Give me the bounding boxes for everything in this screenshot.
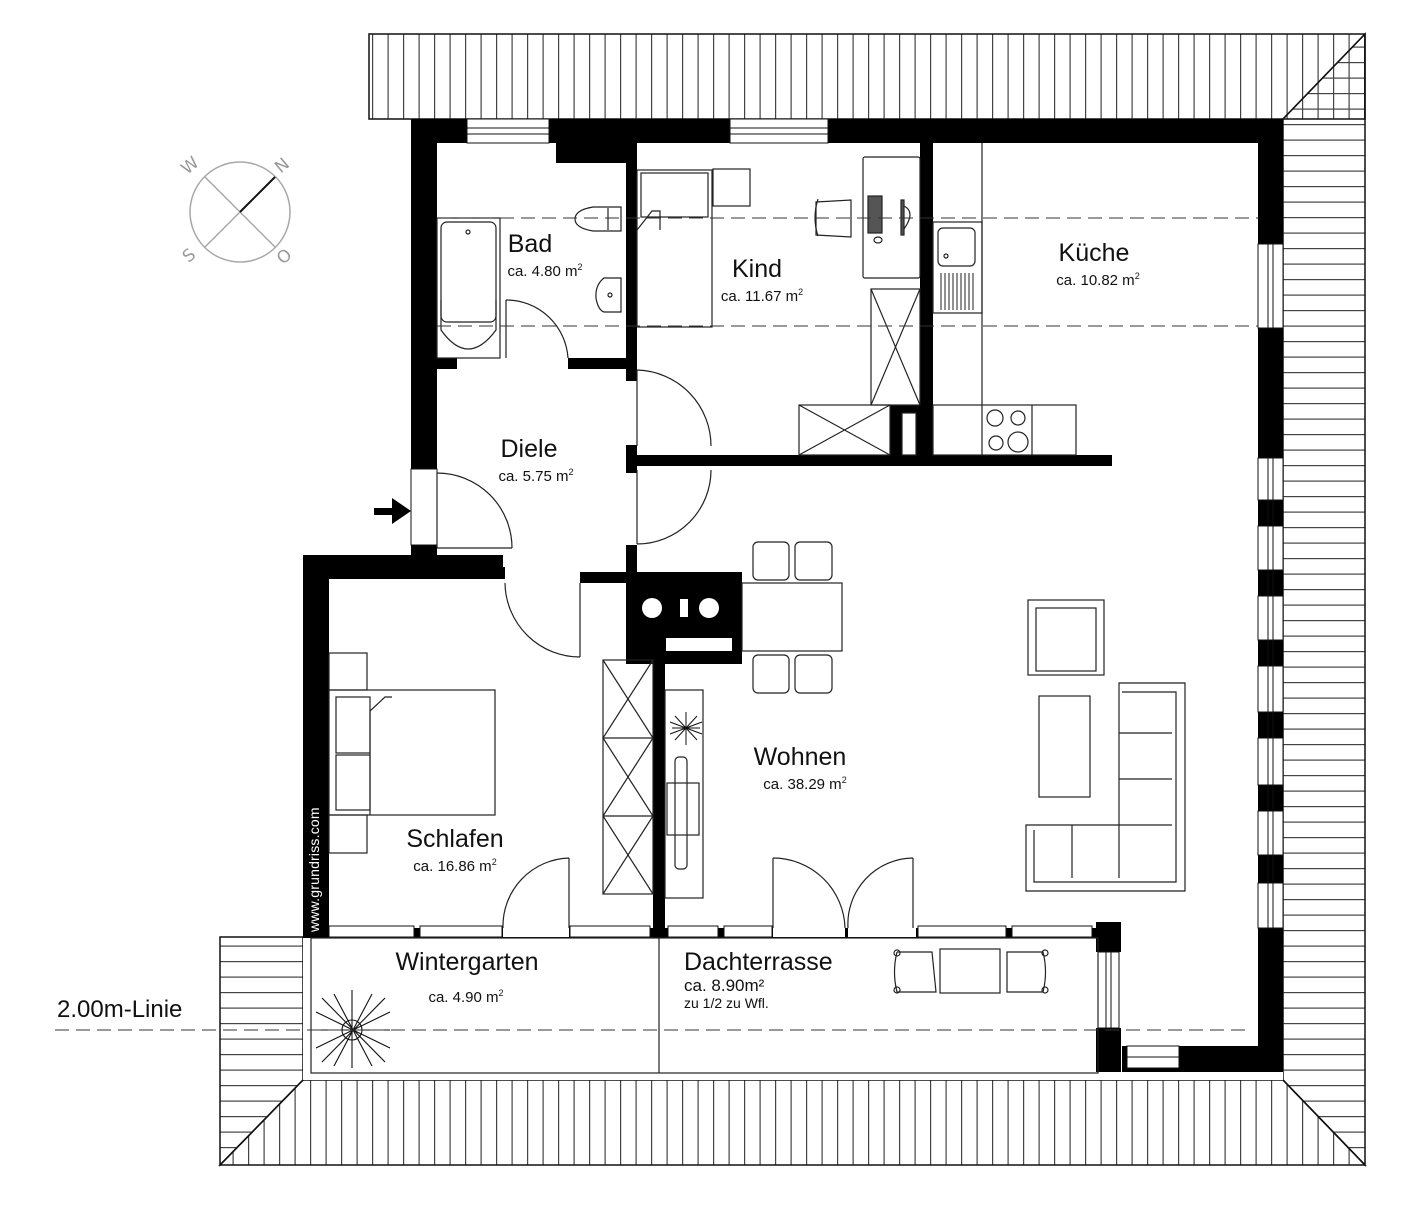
room-area: ca. 16.86 m2 xyxy=(413,857,497,875)
room-name: Wohnen xyxy=(753,743,847,771)
room-wintergarten: Wintergarten ca. 4.90 m2 xyxy=(388,948,558,1007)
room-area: ca. 5.75 m2 xyxy=(498,467,574,485)
room-area: ca. 11.67 m2 xyxy=(720,287,804,305)
armchair xyxy=(1027,599,1105,676)
room-dachterrasse: Dachterrasse ca. 8.90m² zu 1/2 zu Wfl. xyxy=(684,948,833,1011)
toilet xyxy=(574,206,622,232)
kind-bed xyxy=(636,169,713,328)
room-bad: Bad ca. 4.80 m2 xyxy=(495,230,595,281)
room-name: Kind xyxy=(731,255,783,283)
double-bed xyxy=(328,689,496,816)
room-kind: Kind ca. 11.67 m2 xyxy=(712,255,812,306)
height-lines xyxy=(55,217,1258,1031)
room-schlafen: Schlafen ca. 16.86 m2 xyxy=(400,825,510,876)
dining-table xyxy=(741,582,843,652)
room-name: Diele xyxy=(500,435,558,463)
sink xyxy=(595,277,622,313)
room-area: ca. 10.82 m2 xyxy=(1056,271,1140,289)
height-line-label: 2.00m-Linie xyxy=(57,996,183,1023)
doors xyxy=(436,299,914,929)
chimney xyxy=(642,598,732,651)
roof-eaves xyxy=(218,32,1367,1167)
room-area: ca. 4.90 m2 xyxy=(428,988,504,1006)
room-note: zu 1/2 zu Wfl. xyxy=(684,995,769,1011)
entrance-arrow-icon xyxy=(374,498,411,524)
compass-icon xyxy=(189,161,291,263)
room-area: ca. 8.90m² xyxy=(684,976,765,995)
room-kueche: Küche ca. 10.82 m2 xyxy=(1048,239,1148,290)
windows xyxy=(328,118,1284,1069)
coffee-table xyxy=(1038,695,1091,798)
floor-area xyxy=(303,119,1283,1080)
room-diele: Diele ca. 5.75 m2 xyxy=(486,435,586,486)
room-wohnen: Wohnen ca. 38.29 m2 xyxy=(750,743,860,794)
room-name: Bad xyxy=(507,230,553,258)
terrace-table xyxy=(939,948,1001,994)
room-name: Schlafen xyxy=(406,825,504,853)
furniture xyxy=(310,143,1186,1074)
room-area: ca. 38.29 m2 xyxy=(763,775,847,793)
room-name: Dachterrasse xyxy=(684,948,833,976)
room-area: ca. 4.80 m2 xyxy=(507,262,583,280)
room-name: Wintergarten xyxy=(395,948,539,976)
room-name: Küche xyxy=(1058,239,1130,267)
watermark: www.grundriss.com xyxy=(306,807,322,932)
